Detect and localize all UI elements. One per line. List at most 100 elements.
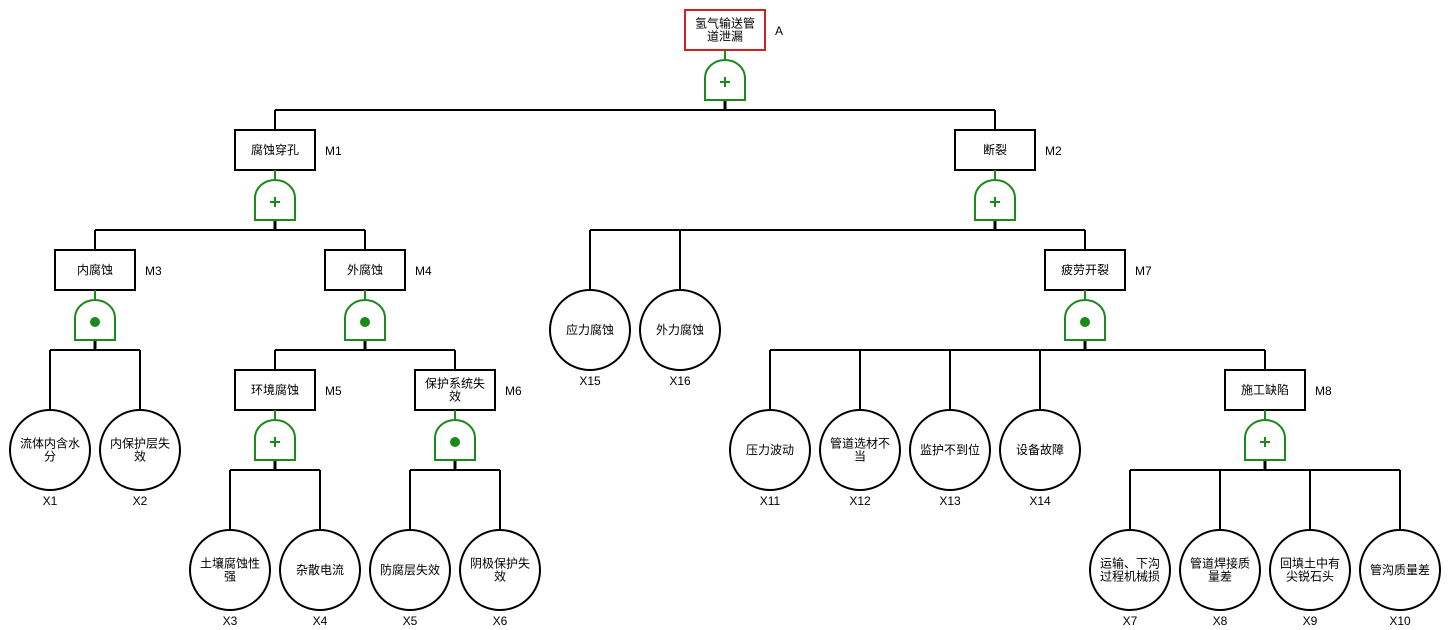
basic-event-label: 监护不到位 [920, 442, 980, 457]
event-label: 外腐蚀 [347, 262, 383, 277]
event-box-M3[interactable]: 内腐蚀 M3 [54, 249, 162, 291]
event-rect [414, 369, 496, 411]
dot-symbol [1080, 317, 1090, 327]
basic-event-label: 土壤腐蚀性 [200, 556, 260, 571]
basic-event-id: X12 [849, 494, 871, 508]
basic-event-circle [189, 529, 271, 611]
event-id: M7 [1135, 264, 1152, 278]
or-gate-icon-A [704, 50, 746, 101]
basic-event-circle [279, 529, 361, 611]
and-gate-icon-M3 [74, 290, 116, 341]
basic-event-label: 外力腐蚀 [656, 322, 704, 337]
basic-event-label: 回填土中有 [1280, 556, 1340, 571]
connector-lines [49, 100, 1401, 530]
basic-event-label: 防腐层失效 [380, 562, 440, 577]
basic-event-circle [1269, 529, 1351, 611]
basic-event-circle [369, 529, 451, 611]
basic-event-id: X2 [133, 494, 148, 508]
basic-event-X16[interactable]: 外力腐蚀 X16 [639, 289, 721, 388]
basic-event-circle [9, 409, 91, 491]
basic-event-label: 效 [494, 569, 506, 584]
and-gate-icon-M6 [434, 410, 476, 461]
basic-event-id: X4 [313, 614, 328, 628]
or-gate-icon-M1 [254, 170, 296, 221]
basic-event-X13[interactable]: 监护不到位 X13 [909, 409, 991, 508]
basic-event-circle [1179, 529, 1261, 611]
event-id: M4 [415, 264, 432, 278]
basic-event-id: X13 [939, 494, 961, 508]
basic-event-label: 应力腐蚀 [566, 322, 614, 337]
basic-event-circle [99, 409, 181, 491]
basic-event-X15[interactable]: 应力腐蚀 X15 [549, 289, 631, 388]
basic-event-label: 阴极保护失 [470, 556, 530, 571]
event-box-M4[interactable]: 外腐蚀 M4 [324, 249, 432, 291]
basic-event-id: X6 [493, 614, 508, 628]
basic-event-X4[interactable]: 杂散电流 X4 [279, 529, 361, 628]
basic-event-circle [819, 409, 901, 491]
basic-event-id: X7 [1123, 614, 1138, 628]
event-rect [954, 129, 1036, 171]
basic-event-label: 压力波动 [746, 443, 794, 457]
event-label: 内腐蚀 [77, 262, 113, 277]
basic-event-label: 内保护层失 [110, 436, 170, 451]
event-rect [1044, 249, 1126, 291]
event-id: M5 [325, 384, 342, 398]
and-gate-icon-M7 [1064, 290, 1106, 341]
basic-event-id: X5 [403, 614, 418, 628]
event-label: 效 [449, 389, 461, 404]
event-rect [684, 9, 766, 51]
event-rect [1224, 369, 1306, 411]
event-label: 环境腐蚀 [251, 382, 299, 397]
basic-event-label: 当 [854, 450, 866, 464]
basic-event-id: X15 [579, 374, 601, 388]
dot-symbol [360, 317, 370, 327]
basic-event-label: 流体内含水 [20, 436, 80, 451]
event-label: 施工缺陷 [1241, 382, 1289, 397]
basic-event-id: X8 [1213, 614, 1228, 628]
basic-event-circle [459, 529, 541, 611]
event-label: 腐蚀穿孔 [251, 142, 299, 157]
event-label: 道泄漏 [707, 30, 743, 44]
event-id: M2 [1045, 144, 1062, 158]
basic-event-id: X10 [1389, 614, 1411, 628]
event-box-M5[interactable]: 环境腐蚀 M5 [234, 369, 342, 411]
event-id: M3 [145, 264, 162, 278]
basic-event-circle [729, 409, 811, 491]
basic-event-id: X11 [760, 494, 781, 508]
basic-event-label: 过程机械损 [1100, 569, 1160, 584]
basic-event-id: X14 [1029, 494, 1051, 508]
or-gate-icon-M8 [1244, 410, 1286, 461]
basic-event-circle [1359, 529, 1441, 611]
basic-event-label: 分 [44, 450, 56, 464]
event-id: A [775, 24, 783, 38]
event-id: M1 [325, 144, 342, 158]
basic-event-label: 尖锐石头 [1286, 570, 1334, 584]
basic-event-X5[interactable]: 防腐层失效 X5 [369, 529, 451, 628]
basic-event-label: 管道焊接质 [1190, 556, 1250, 571]
basic-event-id: X1 [43, 494, 58, 508]
event-box-M1[interactable]: 腐蚀穿孔 M1 [234, 129, 342, 171]
basic-event-circle [639, 289, 721, 371]
basic-event-circle [549, 289, 631, 371]
basic-event-label: 量差 [1208, 570, 1232, 584]
or-gate-icon-M2 [974, 170, 1016, 221]
basic-event-label: 杂散电流 [296, 562, 344, 577]
basic-event-X11[interactable]: 压力波动 X11 [729, 409, 811, 508]
basic-event-id: X16 [669, 374, 691, 388]
